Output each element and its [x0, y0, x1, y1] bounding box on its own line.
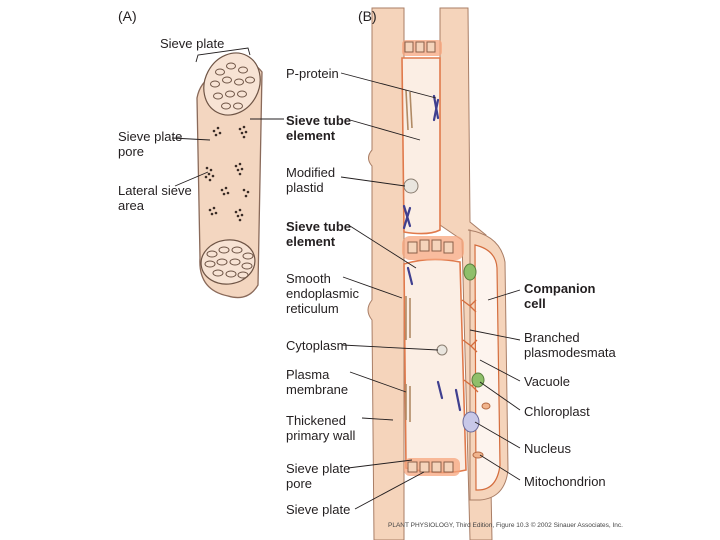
label-cytoplasm: Cytoplasm: [286, 338, 348, 353]
figure-credit: PLANT PHYSIOLOGY, Third Edition, Figure …: [388, 522, 623, 529]
label-sieve-plate-pore-b: Sieve plate pore: [286, 461, 351, 491]
panel-a-leader-lines: [171, 47, 284, 187]
p-protein-filaments: [402, 94, 462, 412]
label-sieve-plate-b: Sieve plate: [286, 502, 351, 517]
sieve-plates-b: [404, 41, 454, 473]
label-vacuole: Vacuole: [524, 374, 571, 389]
label-modified-plastid: Modified plastid: [286, 165, 336, 195]
mitochondrion-2: [481, 402, 491, 410]
upper-sieve-tube-element: [401, 57, 441, 235]
chloroplast-2: [471, 372, 485, 388]
label-sieve-plate-pore-a: Sieve plate pore: [118, 129, 183, 159]
label-sieve-plate-a: Sieve plate: [160, 36, 225, 51]
companion-cell-wall: [467, 229, 509, 501]
label-sieve-tube-element-1: Sieve tube element: [286, 113, 352, 143]
panel-b-leader-lines: [340, 72, 521, 510]
mitochondrion: [472, 451, 484, 459]
chloroplast: [463, 263, 477, 281]
label-smooth-er: Smooth endoplasmic reticulum: [286, 271, 359, 316]
label-thickened-primary-wall: Thickened primary wall: [286, 413, 356, 443]
label-p-protein: P-protein: [286, 66, 339, 81]
sieve-plate-pores-bottom: [204, 246, 254, 279]
label-lateral-sieve-area: Lateral sieve area: [118, 183, 192, 213]
smooth-er-profiles: [405, 89, 413, 422]
label-branched-plasmodesmata: Branched plasmodesmata: [524, 330, 616, 360]
panel-b-title: (B): [358, 8, 377, 24]
label-companion-cell: Companion cell: [524, 281, 596, 311]
lateral-sieve-areas: [204, 125, 250, 222]
label-chloroplast: Chloroplast: [524, 404, 590, 419]
panel-a-title: (A): [118, 8, 137, 24]
label-nucleus: Nucleus: [524, 441, 571, 456]
label-plasma-membrane: Plasma membrane: [286, 367, 349, 397]
sieve-plate-pores-top: [210, 62, 255, 110]
plastid-lower: [436, 344, 448, 356]
label-mitochondrion: Mitochondrion: [524, 474, 606, 489]
companion-cell-organelles: [462, 263, 491, 459]
label-sieve-tube-element-2: Sieve tube element: [286, 219, 352, 249]
modified-plastid: [403, 178, 419, 194]
nucleus: [462, 411, 480, 433]
lower-sieve-tube-element: [403, 258, 467, 474]
